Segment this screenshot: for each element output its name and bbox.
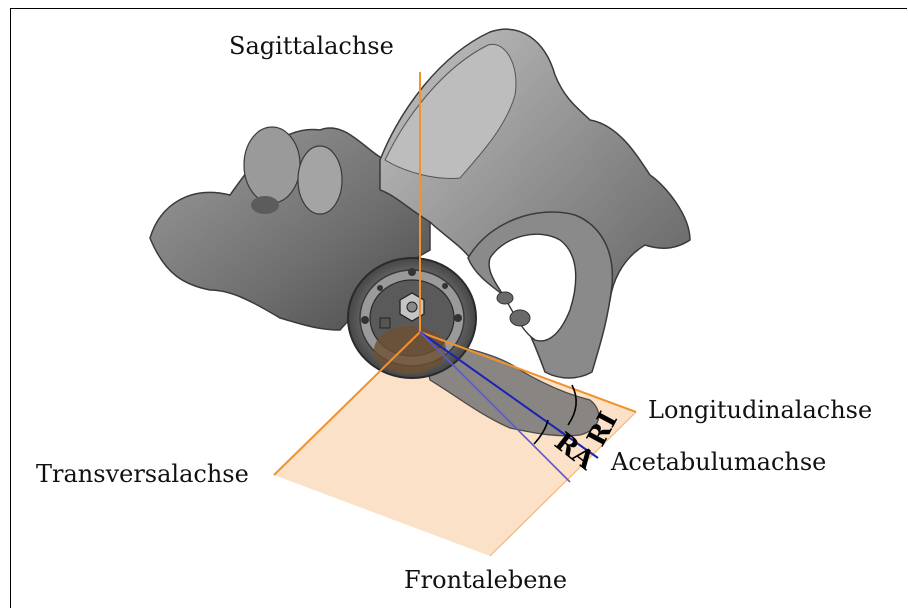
bone-nub [497, 292, 513, 304]
obturator-foramen [489, 234, 576, 341]
sagittal-axis-label: Sagittalachse [229, 34, 394, 58]
foramen-shape [251, 196, 279, 214]
acetabulum-axis-label: Acetabulumachse [611, 450, 826, 474]
bone-nub [510, 310, 530, 326]
frontal-plane-label: Frontalebene [404, 568, 567, 592]
acetabular-cup [348, 258, 476, 378]
vertebra-shape [244, 127, 300, 203]
longitudinal-axis-label: Longitudinalachse [648, 398, 872, 422]
transversal-axis-label: Transversalachse [36, 462, 249, 486]
vertebra-shape [298, 146, 342, 214]
